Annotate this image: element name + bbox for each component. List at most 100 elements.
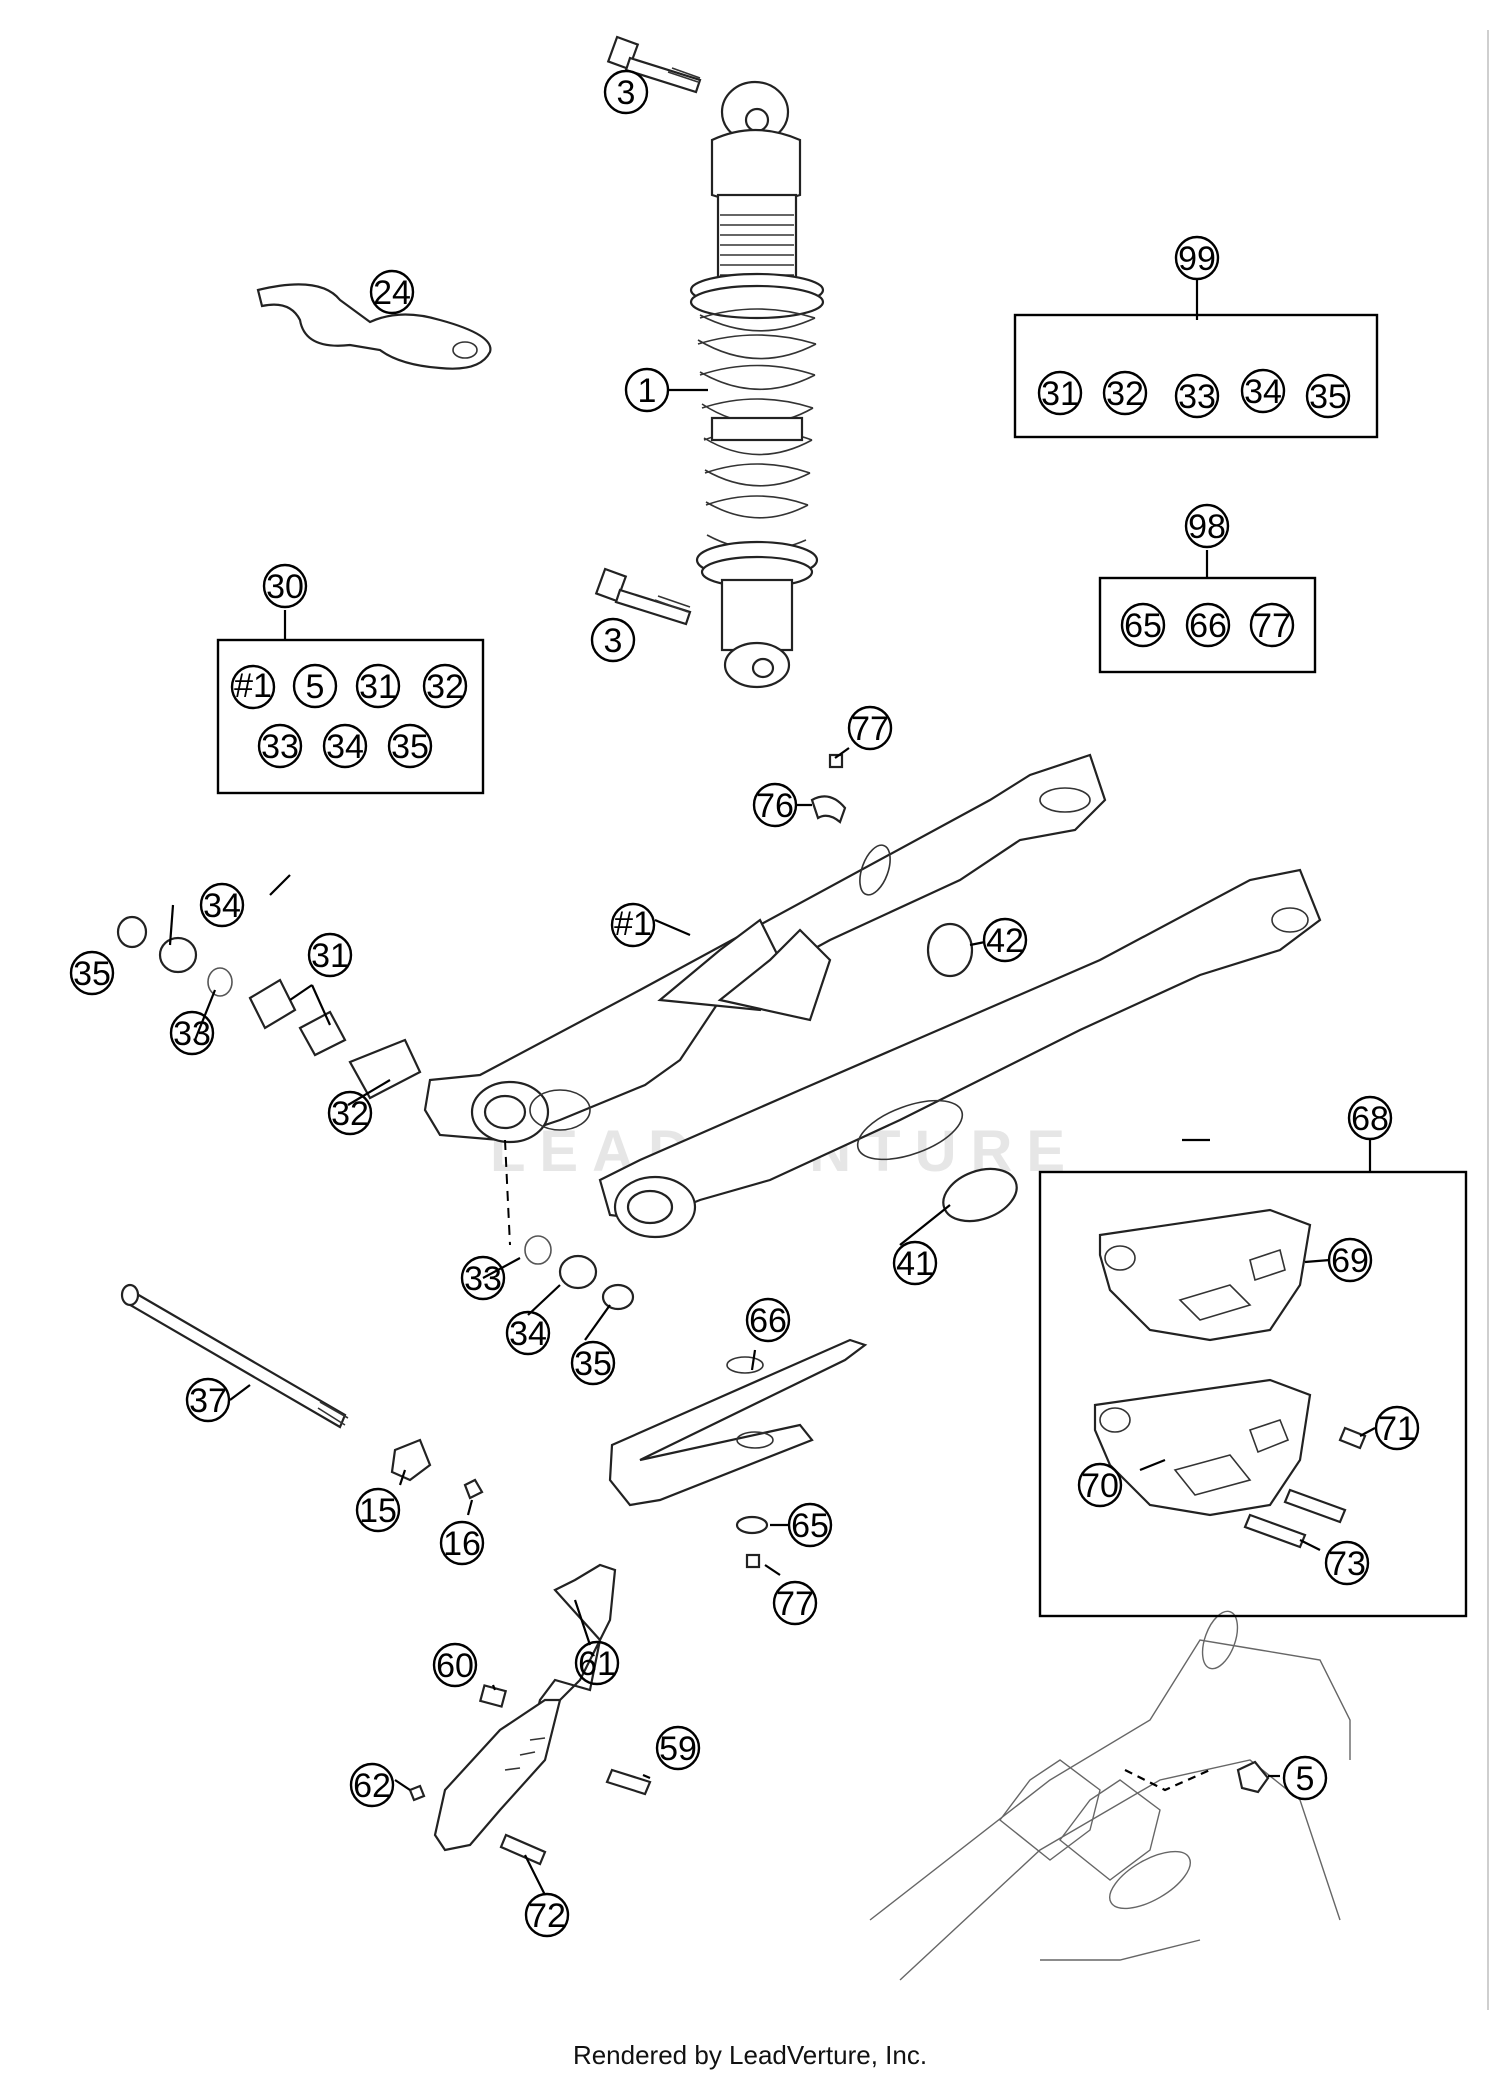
callout-32: 32 — [327, 1090, 373, 1136]
callout-1: 1 — [624, 367, 670, 413]
callout-31: 31 — [307, 932, 353, 978]
chain-guide-bracket — [433, 1563, 617, 1852]
callout-60: 60 — [432, 1642, 478, 1688]
callout-69: 69 — [1327, 1237, 1373, 1283]
svg-text:72: 72 — [528, 1897, 566, 1935]
washer — [735, 1515, 769, 1535]
svg-text:24: 24 — [373, 274, 411, 312]
callout-98-66: 66 — [1185, 602, 1231, 648]
screw-small — [828, 753, 844, 769]
svg-text:65: 65 — [1124, 607, 1162, 645]
svg-text:77: 77 — [776, 1585, 814, 1623]
svg-text:31: 31 — [1041, 375, 1079, 413]
callout-77-lower: 77 — [772, 1580, 818, 1626]
svg-text:98: 98 — [1188, 508, 1226, 546]
svg-text:3: 3 — [604, 622, 623, 660]
footer-credit: Rendered by LeadVerture, Inc. — [572, 2040, 928, 2070]
callout-34-upper: 34 — [199, 882, 245, 928]
svg-text:60: 60 — [436, 1647, 474, 1685]
callout-77-upper: 77 — [847, 705, 893, 751]
callout-3-lower: 3 — [590, 617, 636, 663]
svg-text:69: 69 — [1331, 1242, 1369, 1280]
callout-30-34: 34 — [322, 723, 368, 769]
nut — [390, 1438, 432, 1482]
svg-text:#1: #1 — [234, 667, 272, 705]
callout-66: 66 — [745, 1297, 791, 1343]
screw-62 — [408, 1784, 426, 1802]
svg-text:34: 34 — [326, 728, 364, 766]
callout-59: 59 — [655, 1725, 701, 1771]
callout-41: 41 — [892, 1240, 938, 1286]
svg-text:15: 15 — [359, 1492, 397, 1530]
callouts: 3 1 24 3 99 31 32 33 34 35 98 65 66 77 3… — [69, 69, 1420, 1938]
callout-62: 62 — [349, 1762, 395, 1808]
shock-absorber — [689, 80, 825, 689]
svg-text:#1: #1 — [614, 905, 652, 943]
bearing-stack-lower — [524, 1235, 635, 1311]
callout-99-34: 34 — [1240, 368, 1286, 414]
swingarm-axle — [120, 1283, 349, 1429]
callout-98-65: 65 — [1120, 602, 1166, 648]
callout-35-lower: 35 — [570, 1340, 616, 1386]
callout-99-31: 31 — [1037, 370, 1083, 416]
svg-text:70: 70 — [1081, 1467, 1119, 1505]
svg-text:73: 73 — [1328, 1545, 1366, 1583]
bolt-72 — [499, 1833, 547, 1866]
callout-30-31: 31 — [355, 663, 401, 709]
callout-70: 70 — [1077, 1462, 1123, 1508]
callout-h1: #1 — [610, 902, 656, 948]
callout-76: 76 — [752, 782, 798, 828]
callout-99: 99 — [1174, 235, 1220, 281]
chain-guide-lower — [1093, 1378, 1312, 1517]
callout-5: 5 — [1282, 1755, 1328, 1801]
svg-text:33: 33 — [261, 728, 299, 766]
chain-slider — [608, 1338, 868, 1507]
chain-guide-upper — [1098, 1208, 1312, 1342]
svg-text:59: 59 — [659, 1730, 697, 1768]
callout-24: 24 — [369, 269, 415, 315]
spanner-wrench — [256, 283, 492, 370]
svg-text:35: 35 — [1309, 378, 1347, 416]
bolt-59 — [605, 1768, 652, 1796]
callout-3-upper: 3 — [603, 69, 649, 115]
svg-text:35: 35 — [73, 955, 111, 993]
svg-text:77: 77 — [1253, 607, 1291, 645]
svg-text:34: 34 — [509, 1315, 547, 1353]
bearing-stack-left — [116, 915, 422, 1100]
callout-34-lower: 34 — [505, 1310, 551, 1356]
svg-text:37: 37 — [189, 1382, 227, 1420]
frame-detail-inset — [869, 1610, 1351, 1981]
svg-text:99: 99 — [1178, 240, 1216, 278]
callout-72: 72 — [524, 1892, 570, 1938]
callout-98: 98 — [1184, 503, 1230, 549]
seal — [942, 1167, 1018, 1223]
svg-text:31: 31 — [359, 668, 397, 706]
bolt-60 — [478, 1684, 508, 1708]
callout-33-lower: 33 — [460, 1255, 506, 1301]
nut-5 — [1236, 1760, 1270, 1794]
callout-35-upper: 35 — [69, 950, 115, 996]
svg-text:30: 30 — [266, 568, 304, 606]
callout-30-h1: #1 — [230, 664, 276, 710]
callout-73: 73 — [1324, 1540, 1370, 1586]
svg-text:42: 42 — [986, 922, 1024, 960]
bushing — [926, 922, 974, 978]
svg-text:35: 35 — [391, 728, 429, 766]
callout-71: 71 — [1374, 1405, 1420, 1451]
svg-text:33: 33 — [464, 1260, 502, 1298]
swingarm — [423, 753, 1322, 1239]
callout-99-32: 32 — [1102, 370, 1148, 416]
svg-text:33: 33 — [173, 1015, 211, 1053]
svg-text:5: 5 — [306, 668, 325, 706]
screw-small-lower — [745, 1553, 761, 1569]
svg-text:33: 33 — [1178, 378, 1216, 416]
svg-text:65: 65 — [791, 1507, 829, 1545]
svg-text:5: 5 — [1296, 1760, 1315, 1798]
svg-text:31: 31 — [311, 937, 349, 975]
svg-text:3: 3 — [617, 74, 636, 112]
callout-16: 16 — [439, 1520, 485, 1566]
callout-42: 42 — [982, 917, 1028, 963]
callout-99-35: 35 — [1305, 373, 1351, 419]
callout-30-35: 35 — [387, 723, 433, 769]
svg-text:66: 66 — [1189, 607, 1227, 645]
